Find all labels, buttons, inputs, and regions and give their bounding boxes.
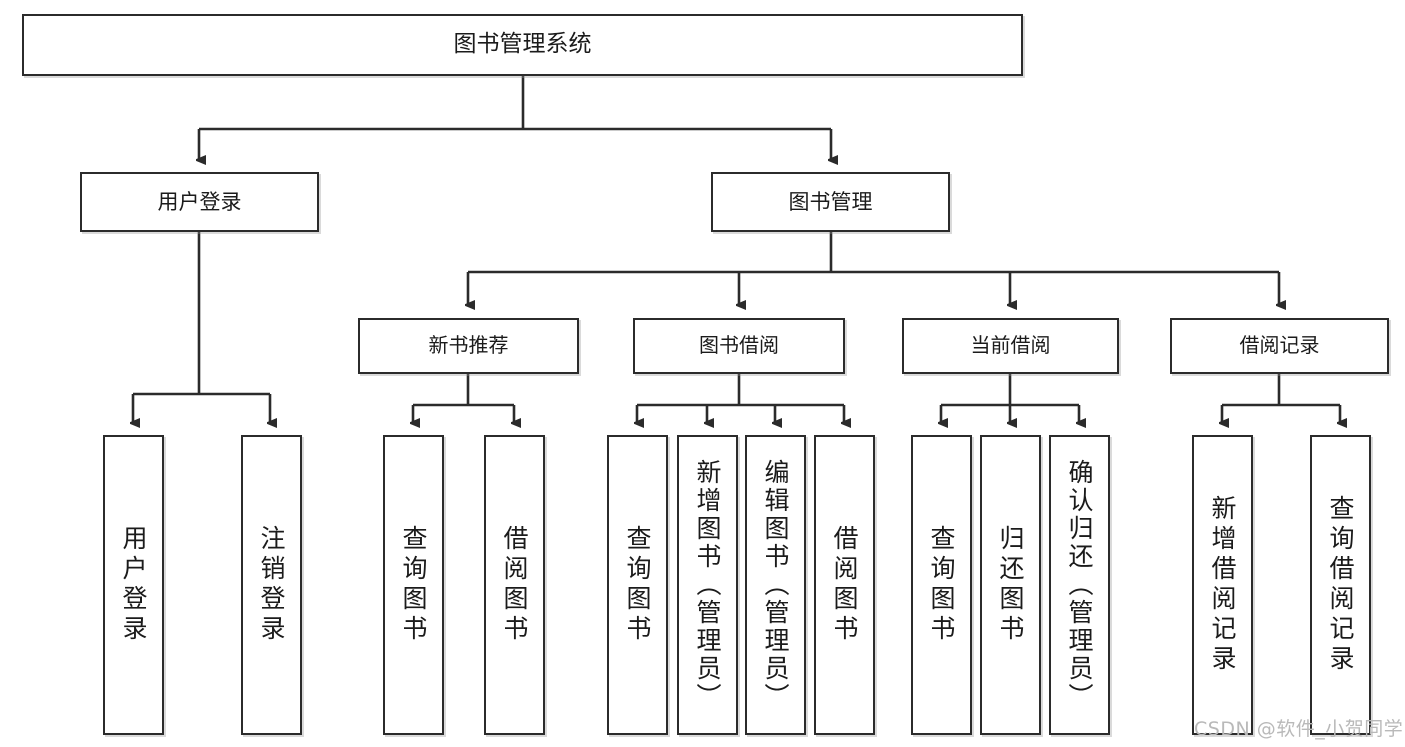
leaf-query-book-current-label: 查询图书 (927, 525, 956, 645)
node-new-book-recommend-label: 新书推荐 (428, 333, 509, 358)
leaf-user-logout-label: 注销登录 (257, 525, 286, 645)
node-book-management[interactable]: 图书管理 (711, 172, 950, 232)
leaf-query-book-newbook[interactable]: 查询图书 (383, 435, 444, 735)
leaf-query-book-newbook-label: 查询图书 (399, 525, 428, 645)
leaf-user-login[interactable]: 用户登录 (103, 435, 164, 735)
leaf-add-book[interactable]: 新增图书（管理员） (677, 435, 738, 735)
leaf-user-logout[interactable]: 注销登录 (241, 435, 302, 735)
node-current-borrow-label: 当前借阅 (970, 333, 1051, 358)
leaf-borrow-book-newbook[interactable]: 借阅图书 (484, 435, 545, 735)
leaf-edit-book[interactable]: 编辑图书（管理员） (745, 435, 806, 735)
csdn-watermark: CSDN @软件_小贺同学 (1194, 718, 1404, 740)
node-borrow-records[interactable]: 借阅记录 (1170, 318, 1389, 374)
node-book-borrow-label: 图书借阅 (699, 333, 779, 358)
leaf-query-borrow-record[interactable]: 查询借阅记录 (1310, 435, 1371, 735)
node-user-login[interactable]: 用户登录 (80, 172, 319, 232)
leaf-query-book-current[interactable]: 查询图书 (911, 435, 972, 735)
leaf-add-borrow-record-label: 新增借阅记录 (1208, 495, 1237, 675)
node-new-book-recommend[interactable]: 新书推荐 (358, 318, 579, 374)
node-book-management-label: 图书管理 (788, 189, 873, 214)
node-root[interactable]: 图书管理系统 (22, 14, 1023, 76)
node-root-label: 图书管理系统 (453, 31, 592, 58)
node-user-login-label: 用户登录 (157, 189, 242, 214)
leaf-confirm-return[interactable]: 确认归还（管理员） (1049, 435, 1110, 735)
leaf-add-book-label: 新增图书（管理员） (693, 459, 722, 711)
leaf-query-book-borrow[interactable]: 查询图书 (607, 435, 668, 735)
node-book-borrow[interactable]: 图书借阅 (633, 318, 845, 374)
leaf-edit-book-label: 编辑图书（管理员） (761, 459, 790, 711)
leaf-return-book-label: 归还图书 (996, 525, 1025, 645)
leaf-borrow-book-borrow-label: 借阅图书 (830, 525, 859, 645)
leaf-user-login-label: 用户登录 (119, 525, 148, 645)
leaf-return-book[interactable]: 归还图书 (980, 435, 1041, 735)
leaf-add-borrow-record[interactable]: 新增借阅记录 (1192, 435, 1253, 735)
node-borrow-records-label: 借阅记录 (1239, 333, 1320, 358)
leaf-borrow-book-newbook-label: 借阅图书 (500, 525, 529, 645)
leaf-query-book-borrow-label: 查询图书 (623, 525, 652, 645)
leaf-confirm-return-label: 确认归还（管理员） (1065, 459, 1094, 711)
node-current-borrow[interactable]: 当前借阅 (902, 318, 1119, 374)
leaf-borrow-book-borrow[interactable]: 借阅图书 (814, 435, 875, 735)
leaf-query-borrow-record-label: 查询借阅记录 (1326, 495, 1355, 675)
